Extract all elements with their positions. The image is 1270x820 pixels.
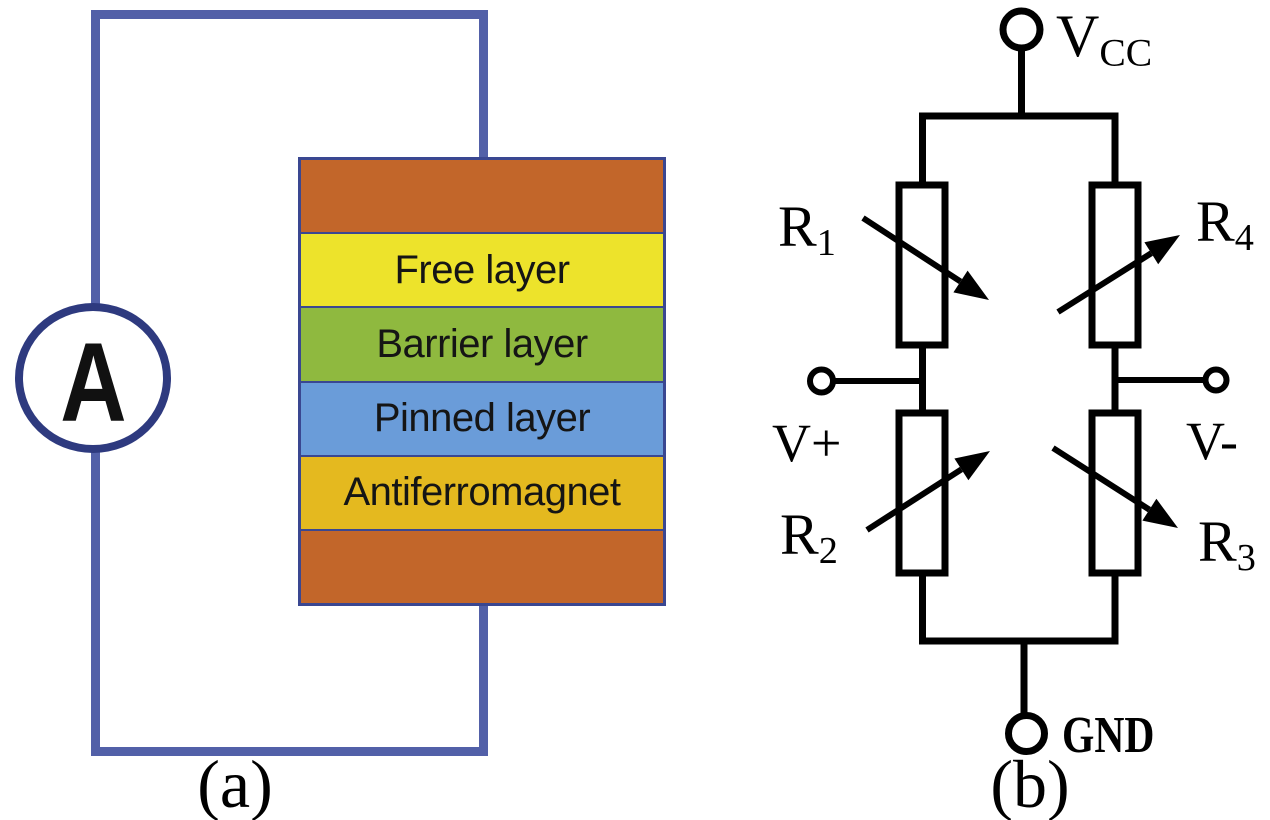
stack-layer-top-contact (301, 160, 663, 233)
r4-label: R4 (1196, 189, 1254, 260)
gnd-label: GND (1062, 707, 1155, 764)
stack-layer-barrier: Barrier layer (301, 306, 663, 381)
stack-layer-label: Antiferromagnet (343, 470, 621, 515)
wire-top-horizontal (91, 10, 488, 19)
ammeter-label: A (59, 320, 127, 445)
r3-label: R3 (1198, 509, 1256, 580)
terminal-vplus (807, 366, 836, 396)
variable-arrow-r4 (1056, 235, 1180, 315)
variable-arrow-r1 (861, 215, 989, 300)
wire-to-stack-top (479, 10, 488, 158)
ammeter: A (15, 303, 171, 453)
vplus-label: V+ (772, 413, 842, 473)
terminal-vminus (1202, 366, 1230, 394)
stack-layer-label: Free layer (394, 247, 570, 292)
terminal-vcc (999, 7, 1044, 52)
vminus-label: V- (1186, 411, 1239, 471)
mtj-stack: Free layer Barrier layer Pinned layer An… (298, 157, 666, 606)
stack-layer-label: Barrier layer (376, 321, 588, 366)
terminal-gnd (1005, 712, 1048, 755)
caption-b: (b) (990, 746, 1070, 820)
variable-arrow-r3 (1051, 445, 1178, 528)
wire-from-stack-bottom (479, 604, 488, 747)
caption-a: (a) (197, 746, 273, 820)
r2-label: R2 (780, 502, 838, 573)
stack-layer-free: Free layer (301, 232, 663, 307)
variable-arrow-r2 (865, 451, 990, 533)
vcc-label: VCC (1056, 3, 1153, 75)
r1-label: R1 (778, 194, 836, 265)
resistor-r3-body (1088, 409, 1142, 577)
stack-layer-pinned: Pinned layer (301, 380, 663, 455)
stack-layer-label: Pinned layer (373, 396, 591, 441)
stack-layer-bottom-contact (301, 528, 663, 604)
wire-bottom-horizontal (91, 747, 488, 756)
wire-left-upper (91, 10, 100, 308)
stack-layer-antiferromagnet: Antiferromagnet (301, 454, 663, 529)
wire-left-lower (91, 452, 100, 756)
